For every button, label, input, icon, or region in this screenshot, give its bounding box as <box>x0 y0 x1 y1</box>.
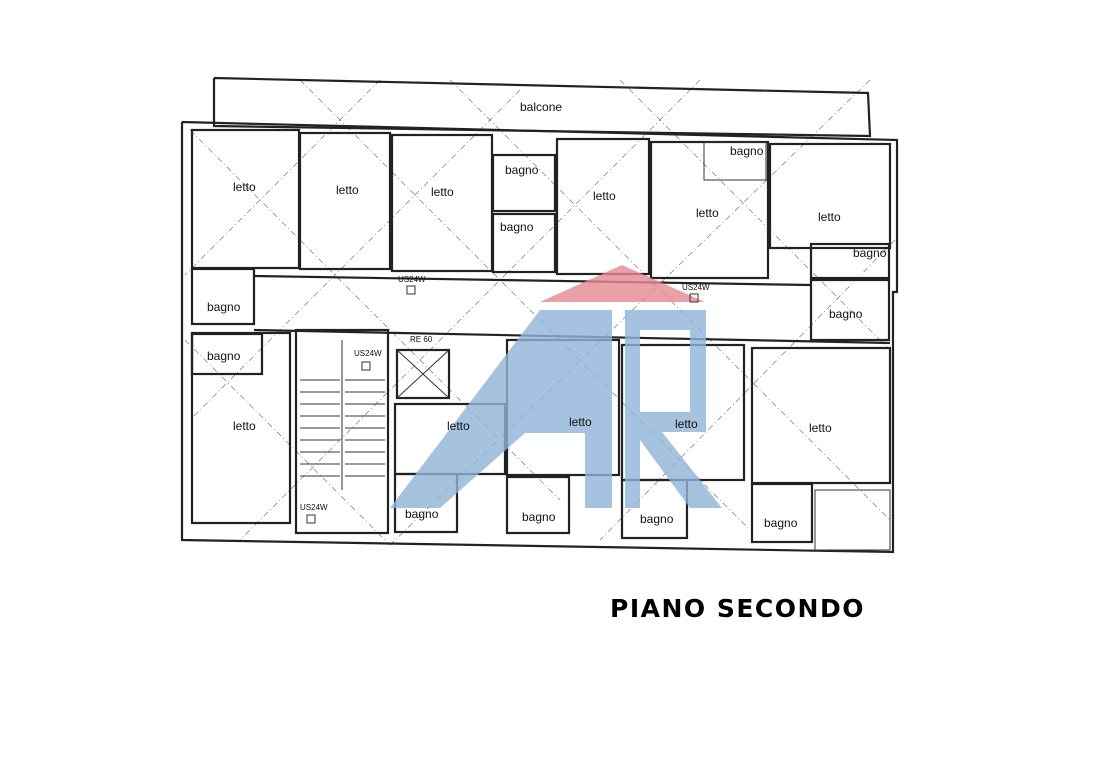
room-label-letto: letto <box>233 180 256 194</box>
outer-walls <box>180 120 899 554</box>
watermark-a-counter <box>540 340 585 408</box>
room-label-letto: letto <box>818 210 841 224</box>
annotation-us24w: US24W <box>300 503 328 512</box>
room-label-bagno: bagno <box>730 144 764 158</box>
floor-title: PIANO SECONDO <box>610 594 865 623</box>
room-label-letto: letto <box>696 206 719 220</box>
room-labels: balcone letto letto letto bagno bagno le… <box>207 100 887 530</box>
room-label-bagno: bagno <box>207 300 241 314</box>
room-label-letto: letto <box>675 417 698 431</box>
room-label-letto: letto <box>809 421 832 435</box>
room-label-bagno: bagno <box>640 512 674 526</box>
room-label-bagno: bagno <box>829 307 863 321</box>
watermark-letter-a <box>390 310 612 508</box>
annotation-riscaldamento: RE 60 <box>410 335 433 344</box>
annotation-us24w: US24W <box>354 349 382 358</box>
room-label-bagno: bagno <box>505 163 539 177</box>
upper-rooms <box>190 128 892 342</box>
room-label-bagno: bagno <box>207 349 241 363</box>
room-label-bagno: bagno <box>405 507 439 521</box>
technical-annotations: US24W US24W US24W US24W RE 60 <box>300 275 710 524</box>
room-label-letto: letto <box>447 419 470 433</box>
watermark-logo <box>390 265 722 508</box>
room-label-bagno: bagno <box>522 510 556 524</box>
room-label-bagno: bagno <box>764 516 798 530</box>
watermark-letter-r <box>625 310 722 508</box>
room-label-bagno: bagno <box>500 220 534 234</box>
watermark-roof <box>540 265 705 302</box>
balcony <box>212 76 872 138</box>
room-label-letto: letto <box>431 185 454 199</box>
room-label-bagno: bagno <box>853 246 887 260</box>
room-label-letto: letto <box>336 183 359 197</box>
room-label-letto: letto <box>593 189 616 203</box>
annotation-us24w: US24W <box>682 283 710 292</box>
room-label-letto: letto <box>233 419 256 433</box>
room-label-letto: letto <box>569 415 592 429</box>
annotation-us24w: US24W <box>398 275 426 284</box>
room-label-balcone: balcone <box>520 100 562 114</box>
